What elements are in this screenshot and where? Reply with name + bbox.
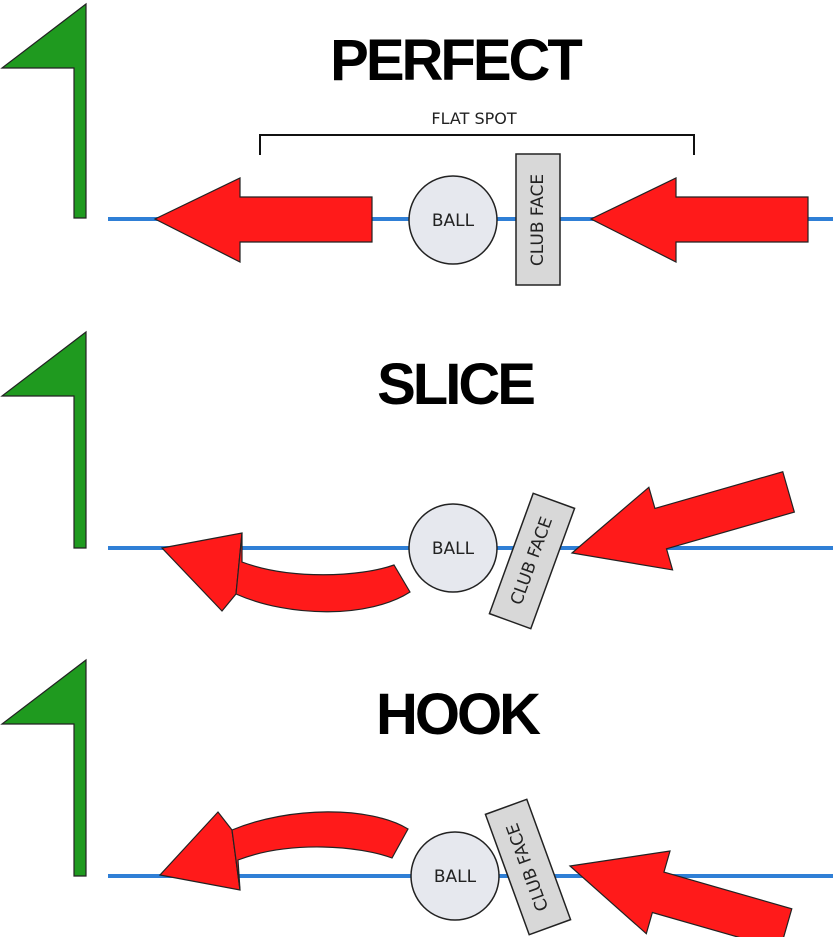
club-face: CLUB FACE: [515, 153, 561, 286]
ball-flight-arrow-icon: [153, 177, 373, 263]
ball-flight-arrow-icon: [158, 811, 409, 891]
flat-spot-label: FLAT SPOT: [431, 109, 516, 128]
ball-label: BALL: [434, 867, 477, 887]
panel-title: SLICE: [377, 352, 534, 417]
ball-label: BALL: [432, 211, 475, 231]
swing-direction-arrow-icon: [589, 177, 809, 263]
ball-flight-arrow-icon: [160, 532, 411, 613]
panel-hook: HOOK BALL CLUB FACE: [0, 658, 833, 937]
club-face: CLUB FACE: [488, 492, 576, 630]
club-face-label: CLUB FACE: [528, 174, 548, 266]
panel-perfect: PERFECT FLAT SPOT BALL CLUB FACE: [0, 2, 833, 286]
panel-slice: SLICE BALL CLUB FACE: [0, 330, 833, 630]
ball: BALL: [408, 503, 498, 593]
panel-title: PERFECT: [330, 28, 582, 93]
flag-icon: [0, 330, 87, 549]
ball: BALL: [408, 175, 498, 265]
flag-icon: [0, 2, 87, 219]
ball: BALL: [410, 831, 500, 921]
flat-spot-bracket: [259, 134, 695, 155]
ball-label: BALL: [432, 539, 475, 559]
panel-title: HOOK: [376, 682, 541, 747]
flag-icon: [0, 658, 87, 877]
swing-direction-arrow-icon: [568, 850, 793, 937]
swing-direction-arrow-icon: [570, 471, 796, 571]
